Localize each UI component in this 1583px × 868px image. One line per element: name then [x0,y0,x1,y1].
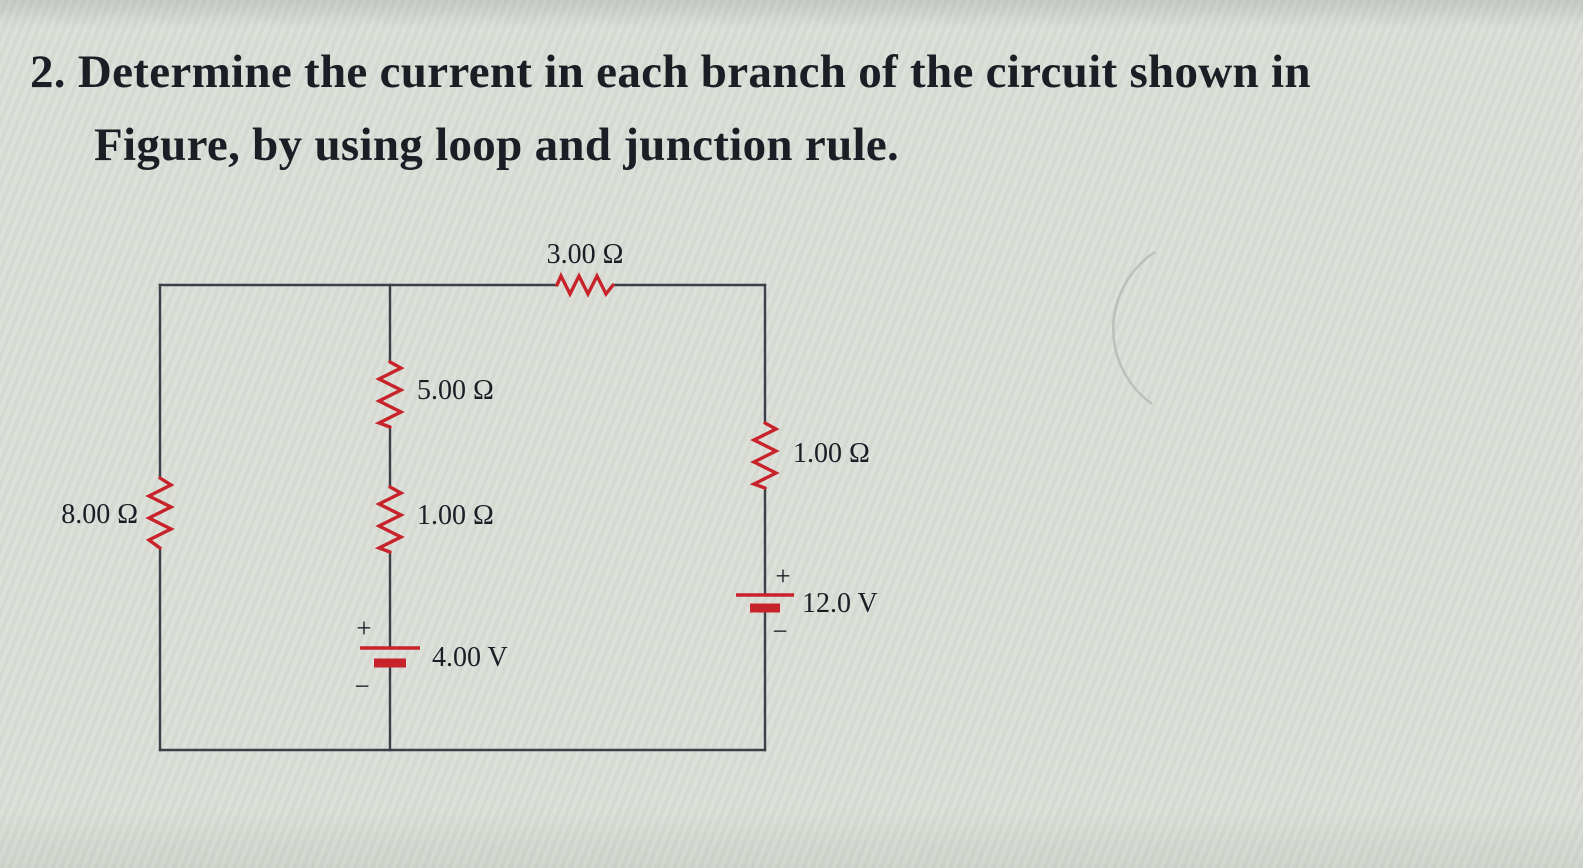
battery-12v-minus-sign: − [772,616,787,646]
resistor-1ohm-middle [374,485,405,554]
battery-4v-minus-sign: − [354,671,369,701]
problem-statement: 2. Determine the current in each branch … [30,36,1311,182]
label-resistor-1ohm-middle: 1.00 Ω [417,500,494,531]
resistor-5ohm-middle [374,360,405,429]
label-resistor-8ohm: 8.00 Ω [61,499,138,530]
battery-4v-plus-sign: + [356,613,371,643]
label-resistor-1ohm-right: 1.00 Ω [793,438,870,469]
resistor-3ohm-top [555,272,615,298]
label-resistor-3ohm: 3.00 Ω [547,239,624,270]
problem-statement-line-2: Figure, by using loop and junction rule. [94,119,900,171]
label-battery-12v: 12.0 V [802,588,878,619]
label-resistor-5ohm: 5.00 Ω [417,375,494,406]
problem-statement-line-1: 2. Determine the current in each branch … [30,46,1311,98]
resistor-8ohm-left [145,476,175,550]
label-battery-4v: 4.00 V [432,642,508,673]
resistor-1ohm-right [749,421,780,490]
battery-12v-plus-sign: + [775,561,790,591]
background-arc-decoration [1112,250,1156,406]
